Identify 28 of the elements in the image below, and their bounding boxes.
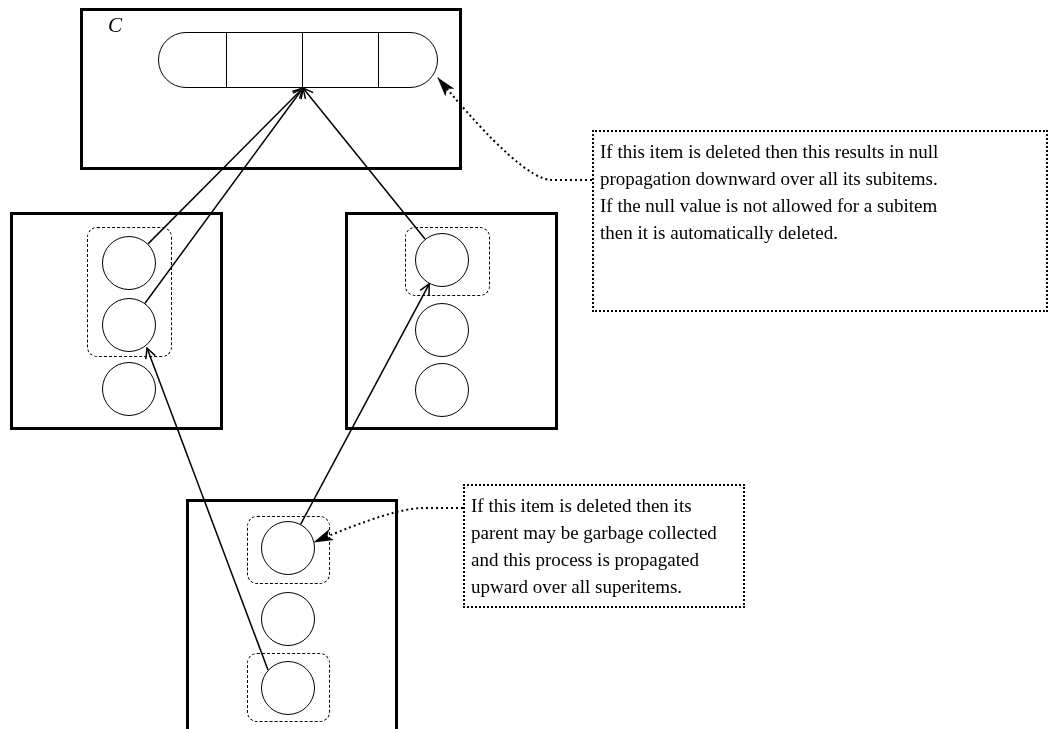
- dashed-group: [247, 653, 330, 722]
- arrow: [145, 347, 269, 671]
- item-circle: [102, 362, 156, 416]
- dashed-group: [87, 227, 172, 357]
- arrow: [144, 87, 304, 304]
- item-circle: [414, 232, 469, 287]
- object-box: [10, 212, 223, 430]
- object-box: [80, 8, 462, 170]
- object-box: [345, 212, 558, 430]
- arrow: [147, 87, 304, 245]
- item-circle: [415, 303, 469, 357]
- note-box: If this item is deleted then this results in null propagation downward over all its subitems. If the null value is not allowed for a subitem then it is automatically deleted.: [592, 130, 1048, 312]
- note-box: If this item is deleted then its parent may be garbage collected and this process is propagated upward over all superitems.: [463, 484, 745, 608]
- dashed-group: [405, 227, 490, 296]
- item-circle: [101, 235, 156, 290]
- item-circle: [101, 297, 156, 352]
- item-circle: [261, 592, 315, 646]
- item-circle: [260, 660, 315, 715]
- array-slot-bar: [158, 32, 438, 88]
- item-circle: [260, 520, 315, 575]
- item-circle: [415, 363, 469, 417]
- arrow: [300, 283, 430, 525]
- leader-line: [437, 77, 593, 181]
- dashed-group: [247, 516, 330, 584]
- arrow: [302, 87, 426, 240]
- box-title: C: [108, 13, 122, 38]
- leader-line: [313, 507, 464, 543]
- object-box: [186, 499, 398, 729]
